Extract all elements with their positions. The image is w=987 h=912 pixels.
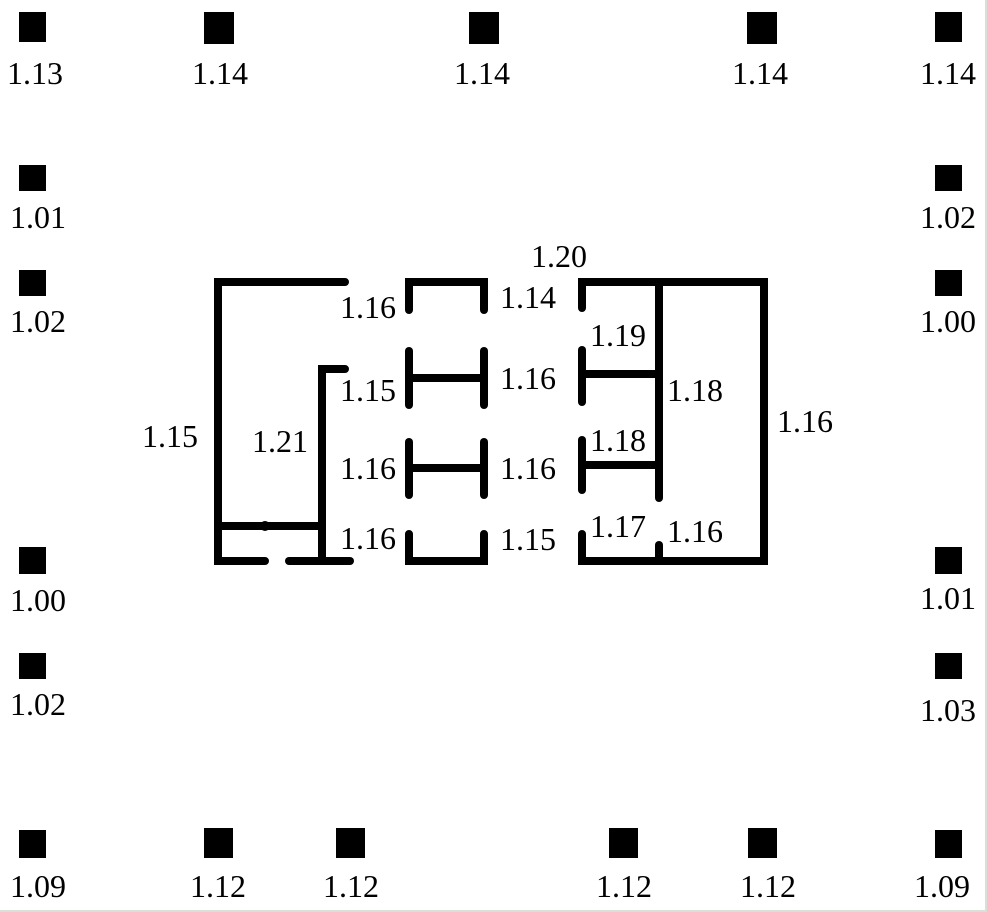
wall-label: 1.16 — [500, 450, 556, 486]
column-label: 1.02 — [920, 199, 976, 235]
column-marker — [19, 547, 46, 574]
column-markers — [19, 12, 962, 858]
column-marker — [469, 12, 499, 44]
wall-label: 1.20 — [531, 238, 587, 274]
column-labels: 1.13 1.14 1.14 1.14 1.14 1.01 1.02 1.02 … — [7, 55, 976, 904]
column-label: 1.14 — [920, 55, 976, 91]
column-marker — [19, 270, 46, 296]
column-label: 1.00 — [10, 582, 66, 618]
wall-label: 1.18 — [590, 422, 646, 458]
wall-segment — [318, 365, 349, 565]
wall-joint — [260, 521, 270, 531]
wall-segment — [405, 530, 488, 565]
wall-label: 1.15 — [500, 521, 556, 557]
wall-label: 1.16 — [340, 450, 396, 486]
wall-label: 1.14 — [500, 279, 556, 315]
column-label: 1.02 — [10, 303, 66, 339]
wall-label: 1.21 — [252, 423, 308, 459]
column-label: 1.12 — [740, 868, 796, 904]
column-marker — [935, 830, 962, 858]
column-marker — [935, 165, 962, 191]
wall-segment — [214, 278, 349, 565]
column-marker — [336, 828, 365, 858]
wall-label: 1.18 — [667, 372, 723, 408]
wall-segment — [405, 278, 488, 314]
column-label: 1.00 — [920, 303, 976, 339]
wall-label: 1.15 — [142, 418, 198, 454]
column-marker — [935, 270, 962, 296]
column-marker — [204, 828, 233, 858]
column-label: 1.09 — [914, 868, 970, 904]
column-label: 1.02 — [10, 686, 66, 722]
column-marker — [935, 12, 962, 42]
column-label: 1.13 — [7, 55, 63, 91]
wall-label: 1.16 — [500, 360, 556, 396]
wall-label: 1.19 — [590, 317, 646, 353]
column-marker — [935, 547, 962, 574]
column-marker — [204, 12, 234, 44]
column-marker — [609, 828, 638, 858]
column-marker — [935, 653, 962, 679]
column-marker — [19, 653, 46, 679]
wall-label: 1.17 — [590, 508, 646, 544]
column-label: 1.12 — [596, 868, 652, 904]
column-marker — [19, 830, 46, 858]
column-marker — [19, 165, 46, 191]
column-label: 1.12 — [323, 868, 379, 904]
column-label: 1.01 — [10, 199, 66, 235]
wall-label: 1.15 — [340, 372, 396, 408]
wall-label: 1.16 — [340, 289, 396, 325]
column-label: 1.09 — [10, 868, 66, 904]
wall-segment — [578, 278, 768, 565]
column-label: 1.14 — [192, 55, 248, 91]
wall-label: 1.16 — [777, 403, 833, 439]
wall-labels: 1.16 1.14 1.20 1.15 1.21 1.15 1.16 1.19 … — [142, 238, 833, 557]
wall-label: 1.16 — [667, 513, 723, 549]
wall-label: 1.16 — [340, 520, 396, 556]
column-marker — [747, 12, 777, 44]
column-label: 1.12 — [190, 868, 246, 904]
column-label: 1.14 — [732, 55, 788, 91]
column-label: 1.14 — [454, 55, 510, 91]
column-marker — [19, 12, 46, 42]
column-marker — [748, 828, 777, 858]
column-label: 1.01 — [920, 580, 976, 616]
walls — [214, 278, 768, 565]
column-label: 1.03 — [920, 692, 976, 728]
